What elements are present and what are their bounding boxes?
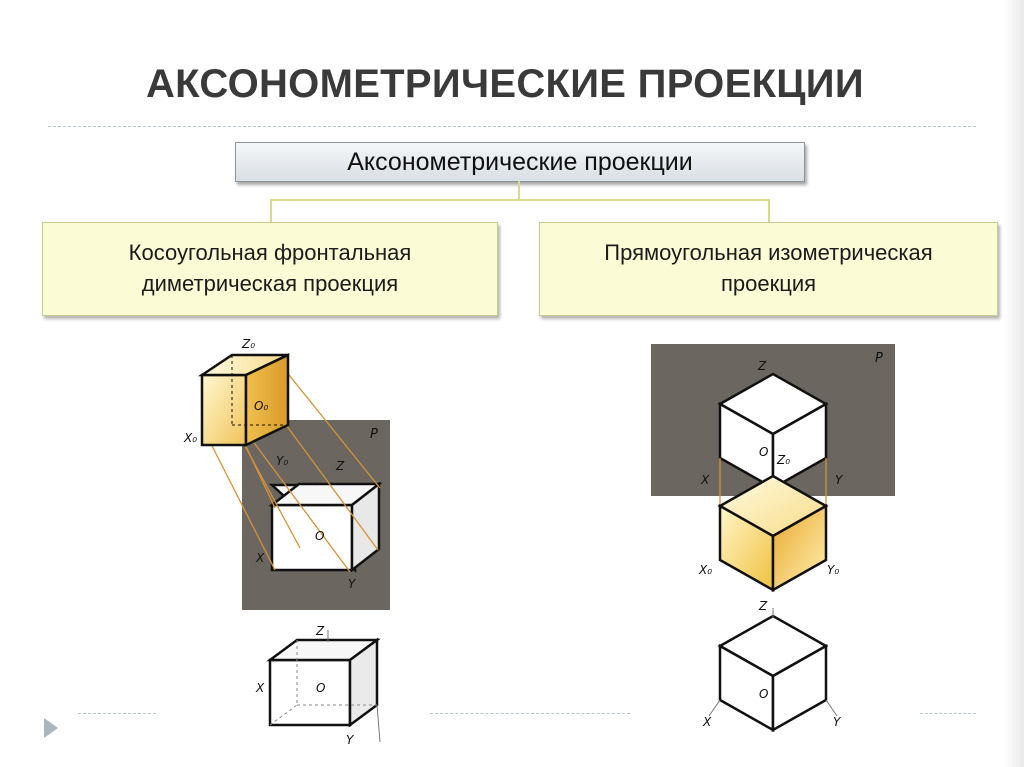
right-plane-label-p: P	[875, 351, 883, 366]
isometric-projection-figure: P Z O Z₀ X Y X₀ Y₀ Z O X Y	[651, 344, 895, 733]
bottom-left-origin: O	[316, 681, 325, 695]
right-bottom-axis-z: Z	[758, 599, 768, 613]
left-axis-y0: Y₀	[276, 454, 288, 468]
oblique-projection-figure: P Z₀ O₀ X₀ Y₀ Z O X Y Z O X Y	[183, 337, 390, 747]
left-axis-z0: Z₀	[241, 337, 255, 351]
iso-solid-right	[771, 503, 828, 593]
bottom-left-axis-x: X	[255, 681, 265, 695]
left-origin-o0: O₀	[254, 399, 268, 413]
left-axis-x: X	[255, 551, 265, 565]
connector-left-drop	[270, 199, 272, 222]
branch-rectangular-isometric: Прямоугольная изометрическая проекция	[539, 222, 998, 316]
left-axis-y: Y	[348, 577, 357, 591]
bottom-left-axis-z: Z	[315, 624, 325, 638]
right-bottom-axis-x: X	[702, 715, 712, 729]
bottom-divider-left	[78, 713, 156, 714]
title-divider	[48, 126, 976, 127]
bottom-divider-middle	[430, 713, 630, 714]
connector-right-drop	[768, 199, 770, 222]
right-bottom-origin: O	[759, 687, 768, 701]
right-bottom-axis-y: Y	[833, 715, 842, 729]
branch-oblique-dimetric: Косоугольная фронтальная диметрическая п…	[42, 222, 498, 316]
right-axis-y0: Y₀	[827, 563, 839, 577]
branch-oblique-line1: Косоугольная фронтальная	[128, 240, 412, 265]
bottom-divider-right	[920, 713, 976, 714]
branch-oblique-line2: диметрическая проекция	[141, 271, 399, 296]
projected-cube-right-face	[350, 481, 381, 573]
left-origin-o: O	[315, 529, 324, 543]
branch-isometric-line1: Прямоугольная изометрическая	[604, 240, 933, 265]
plane-label-p: P	[370, 427, 378, 442]
next-slide-triangle-icon[interactable]	[44, 718, 58, 738]
right-axis-y: Y	[835, 473, 844, 487]
branch-isometric-line2: проекция	[720, 271, 817, 296]
slide-edge-shadow	[1004, 0, 1024, 767]
left-axis-x0: X₀	[183, 431, 197, 445]
root-node: Аксонометрические проекции	[235, 142, 805, 182]
bottom-left-axis-y: Y	[346, 733, 355, 747]
right-axis-x0: X₀	[698, 563, 712, 577]
connector-horizontal	[270, 199, 770, 201]
slide-title: АКСОНОМЕТРИЧЕСКИЕ ПРОЕКЦИИ	[146, 62, 864, 106]
original-cube-front	[200, 373, 248, 447]
right-axis-z: Z	[757, 359, 767, 373]
right-axis-x: X	[700, 473, 710, 487]
left-axis-z: Z	[335, 459, 345, 473]
right-axis-z0: Z₀	[776, 453, 790, 467]
connector-stem	[518, 181, 520, 200]
bottom-cube-front	[268, 658, 352, 727]
right-origin-o: O	[759, 445, 768, 459]
projected-cube-front-face	[270, 503, 354, 572]
